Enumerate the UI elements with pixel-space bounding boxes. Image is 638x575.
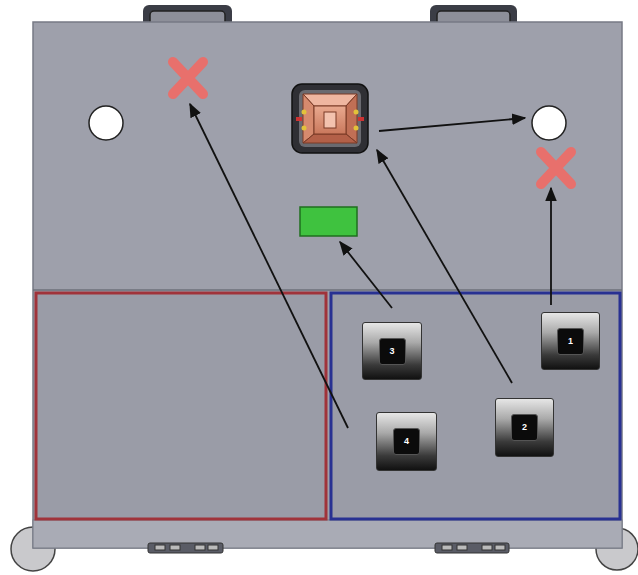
red-zone — [36, 293, 326, 519]
robot-core: 4 — [393, 428, 420, 455]
robot-box: 4 — [376, 412, 437, 471]
robot-core: 2 — [511, 414, 538, 441]
green-target — [300, 207, 357, 236]
robot-box: 3 — [362, 322, 422, 380]
path-arrow — [190, 104, 551, 428]
pyramid-object — [292, 84, 368, 153]
robot-core: 3 — [379, 338, 406, 365]
callout-number: 3 — [389, 347, 394, 356]
field-bottom-strip — [33, 520, 622, 548]
goal-circle — [89, 106, 123, 140]
red-x-mark — [173, 62, 571, 184]
callout-number: 4 — [404, 437, 409, 446]
robot-box: 2 — [495, 398, 554, 457]
robot-core: 1 — [557, 328, 584, 355]
callout-number: 2 — [522, 423, 527, 432]
robot-box: 1 — [541, 312, 600, 370]
goal-circle — [532, 106, 566, 140]
blue-zone — [331, 293, 620, 519]
field-floor — [33, 22, 622, 548]
callout-number: 1 — [568, 337, 573, 346]
field-divider — [33, 289, 622, 291]
bottom-connector — [148, 543, 509, 553]
